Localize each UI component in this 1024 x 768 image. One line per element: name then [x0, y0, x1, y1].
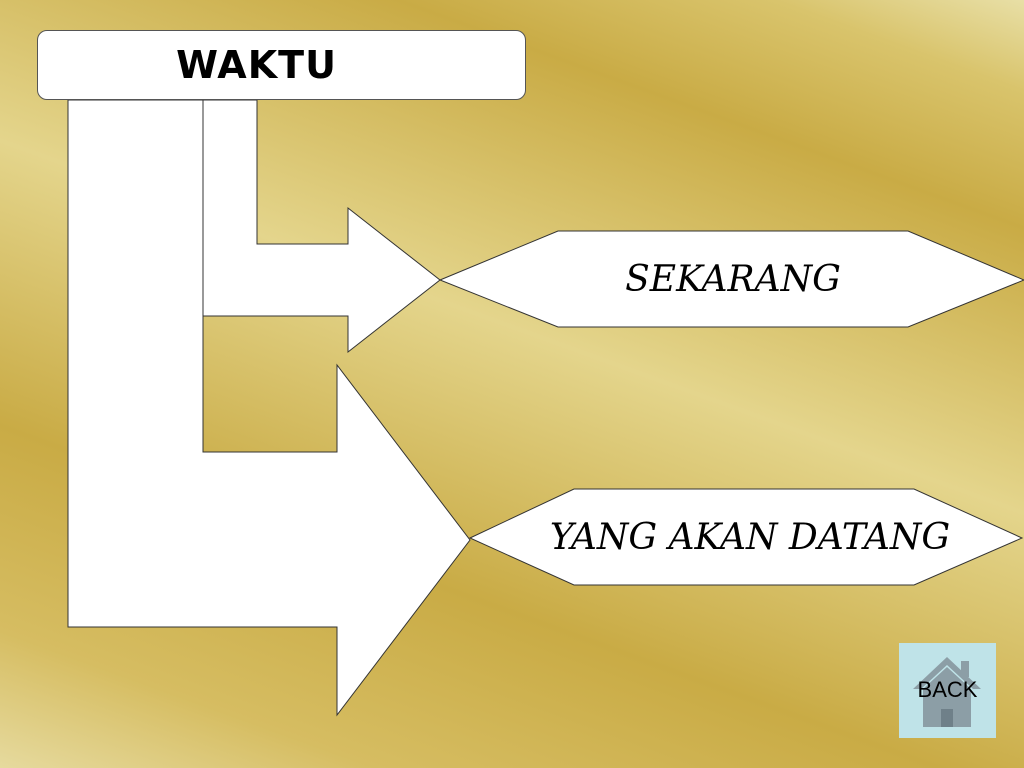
home-icon — [913, 657, 981, 727]
hexagon-present — [438, 230, 1024, 328]
diagram-title: WAKTU — [176, 43, 337, 87]
hexagon-future — [468, 488, 1024, 586]
branch-label-present: SEKARANG — [625, 258, 841, 300]
arrow-present — [202, 99, 441, 354]
back-label: BACK — [917, 677, 978, 702]
arrow-future — [67, 99, 471, 717]
back-button[interactable]: BACK — [899, 643, 996, 738]
branch-label-future: YANG AKAN DATANG — [549, 516, 951, 558]
title-box: WAKTU — [37, 30, 526, 100]
